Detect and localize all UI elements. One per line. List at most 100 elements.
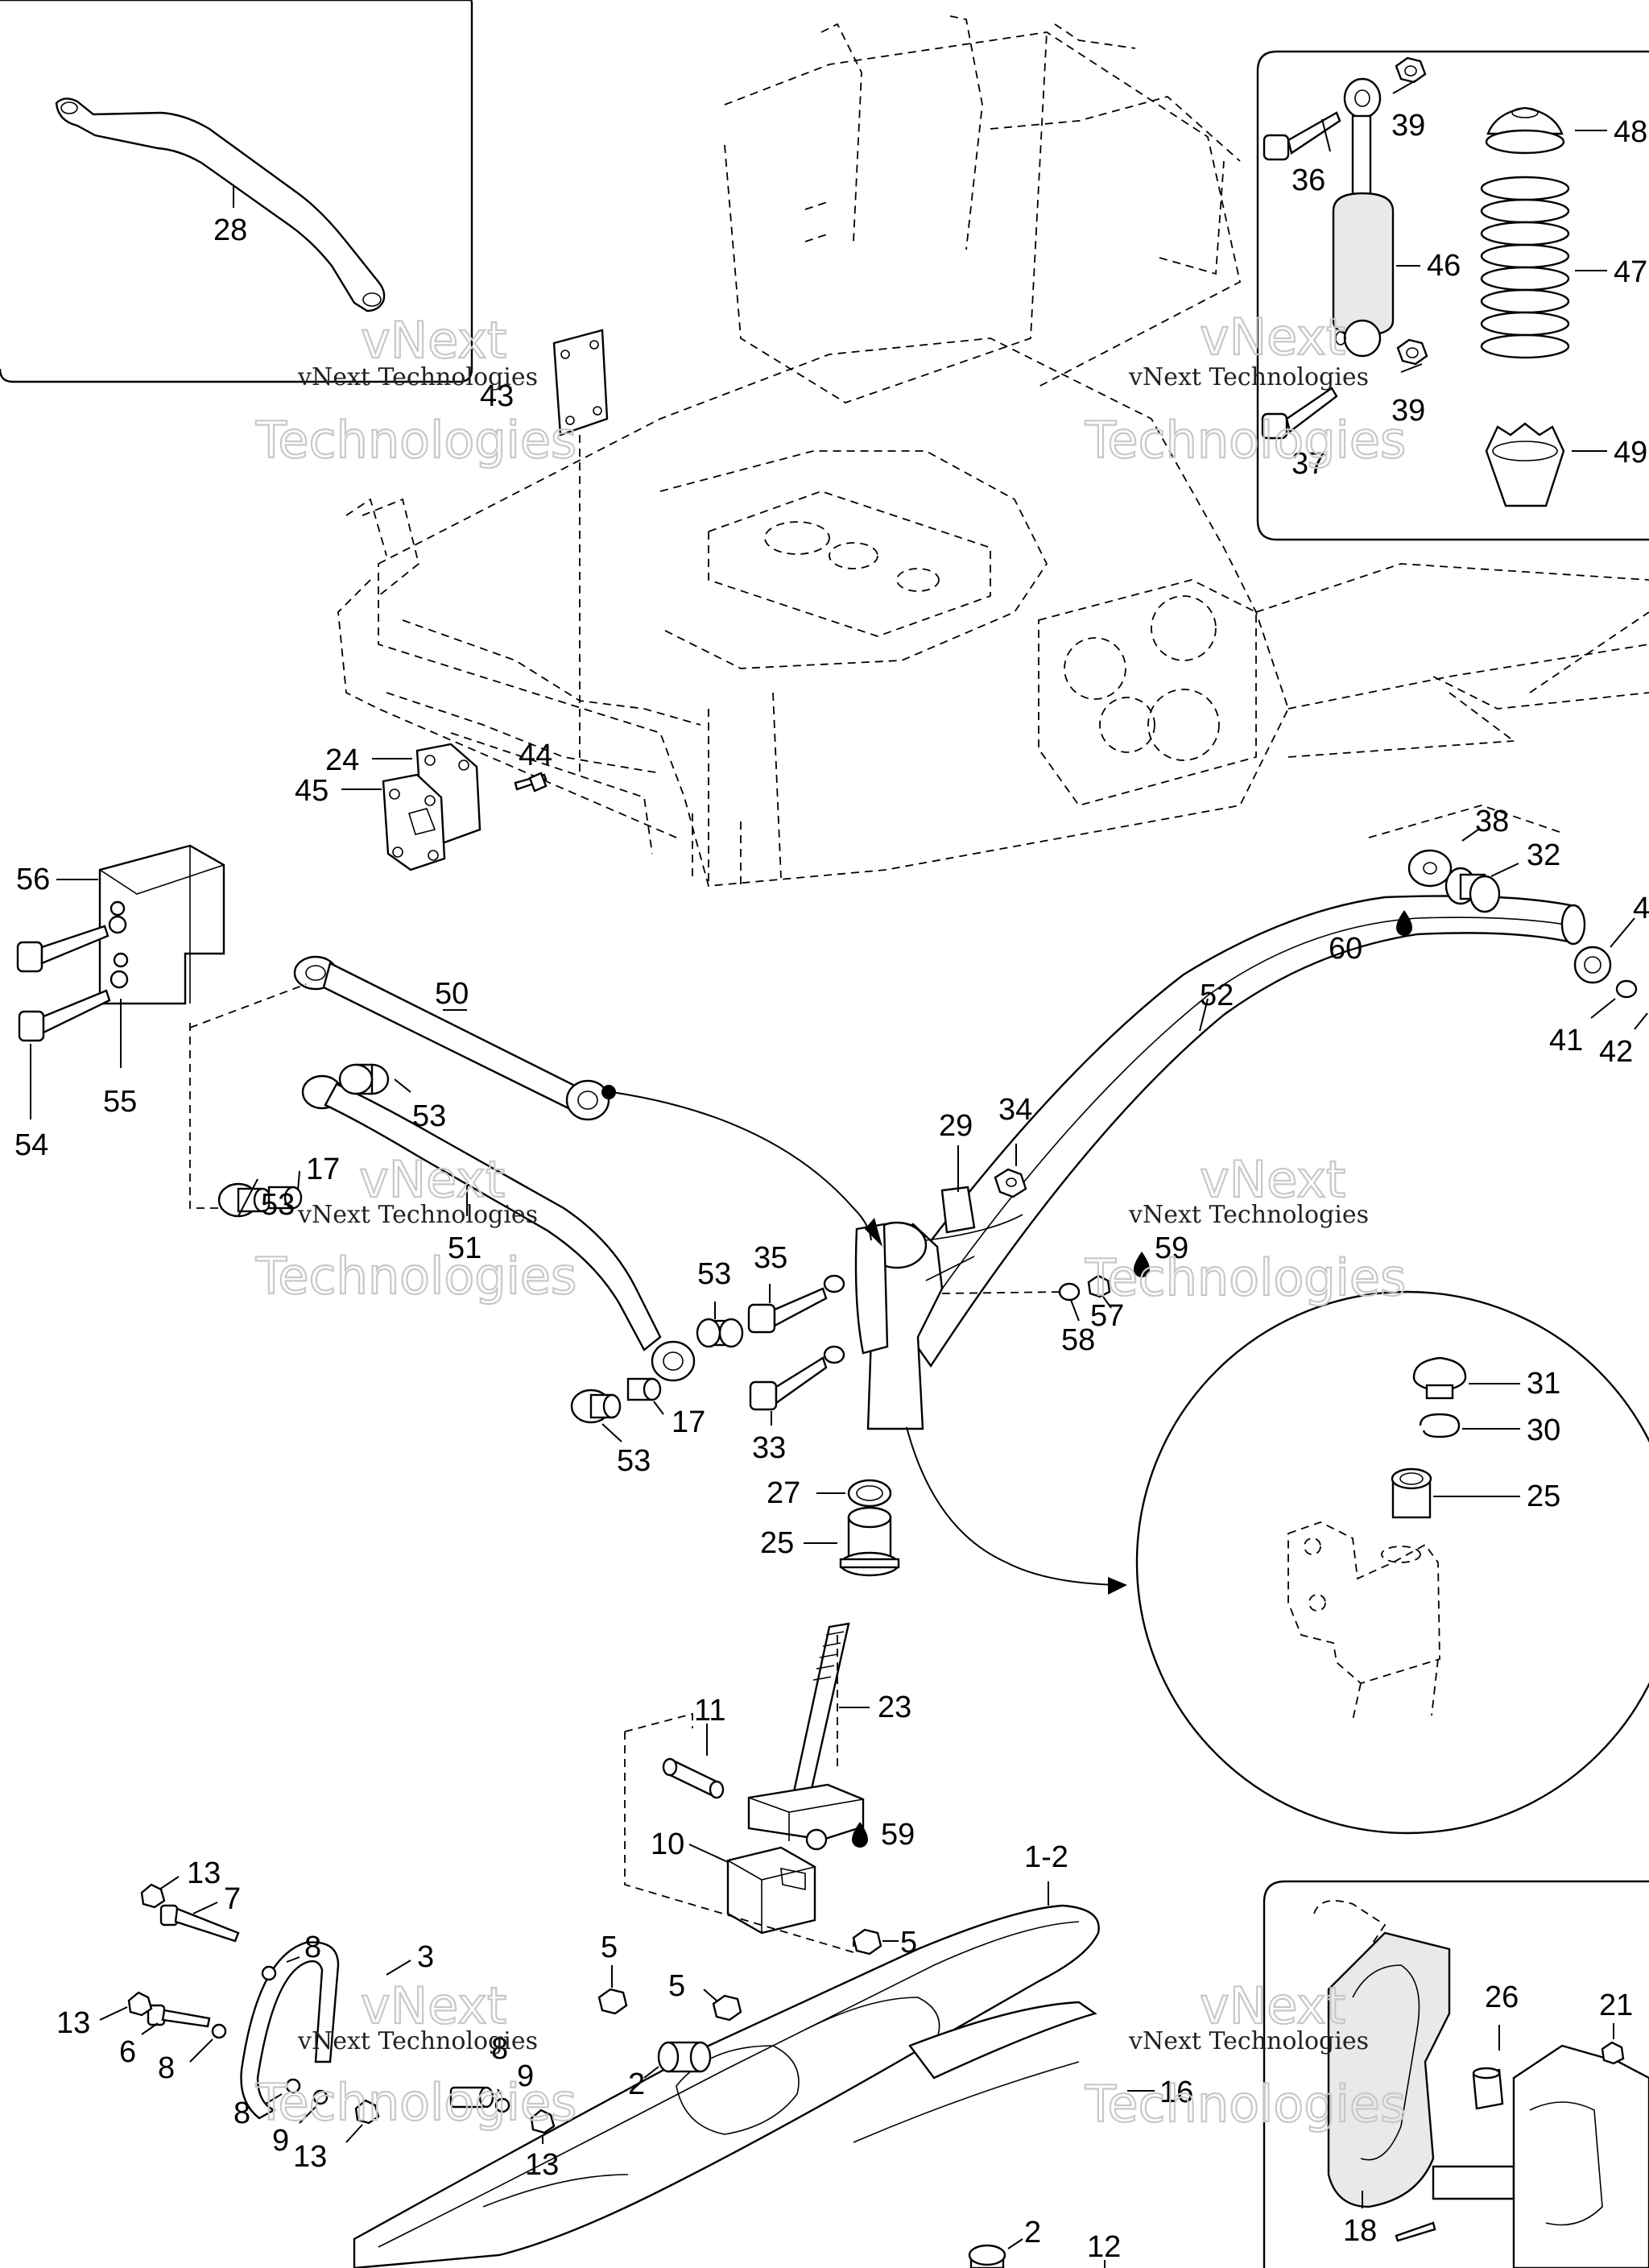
- block-10: [726, 1846, 816, 1935]
- clip-30: [1419, 1413, 1461, 1438]
- callout-59-lower: 59: [881, 1818, 915, 1852]
- callout-7: 7: [224, 1882, 241, 1916]
- svg-text:vNext: vNext: [1200, 308, 1345, 366]
- cap-31: [1412, 1356, 1467, 1400]
- callout-8-c: 8: [491, 2032, 508, 2066]
- spindle-23: [747, 1622, 865, 1851]
- bolt-44: [514, 772, 548, 793]
- callout-39-bottom: 39: [1391, 394, 1425, 428]
- bushing-25: [839, 1506, 900, 1577]
- nut-5-a: [597, 1988, 628, 2015]
- callout-54: 54: [14, 1128, 48, 1162]
- callout-13-c: 13: [293, 2140, 327, 2174]
- callout-28: 28: [213, 213, 247, 247]
- svg-text:vNext Technologies: vNext Technologies: [297, 2027, 538, 2055]
- inset-28-panel: 28: [0, 0, 473, 383]
- washer-58: [1058, 1282, 1081, 1302]
- svg-text:Technologies: Technologies: [255, 2073, 577, 2132]
- svg-text:vNext Technologies: vNext Technologies: [297, 363, 538, 391]
- callout-57: 57: [1090, 1299, 1124, 1333]
- bushing-53-mid: [696, 1318, 744, 1348]
- svg-text:vNext: vNext: [1200, 1150, 1345, 1209]
- callout-26: 26: [1485, 1980, 1519, 2014]
- grease-icon: [1134, 1252, 1150, 1277]
- callout-49: 49: [1614, 436, 1647, 470]
- callout-6: 6: [119, 2035, 136, 2069]
- bolt-37: [1261, 387, 1338, 440]
- spindle-housing: [854, 1214, 1023, 1430]
- callout-25-main: 25: [760, 1526, 794, 1560]
- washer-9-a: [312, 2089, 329, 2105]
- callout-8-a: 8: [304, 1931, 321, 1964]
- callout-29: 29: [939, 1109, 973, 1143]
- callout-8-b: 8: [158, 2051, 175, 2085]
- callout-2-a: 2: [628, 2067, 645, 2101]
- spacer-17-lower: [626, 1377, 662, 1401]
- svg-text:vNext: vNext: [361, 1976, 506, 2035]
- bolt-54-lower: [18, 989, 111, 1042]
- callout-43: 43: [480, 379, 514, 413]
- callout-37: 37: [1292, 447, 1325, 481]
- callout-39-top: 39: [1391, 109, 1425, 143]
- bolt-54-upper: [16, 925, 110, 973]
- watermark-bottom-right: vNext Technologies vNext Technologies: [1084, 1976, 1407, 2134]
- callout-60: 60: [1329, 932, 1362, 966]
- callout-33: 33: [752, 1431, 786, 1465]
- svg-text:Technologies: Technologies: [1085, 2075, 1406, 2133]
- watermark-top-left: vNext Technologies vNext Technologies: [254, 310, 577, 470]
- bracket-56: [98, 844, 225, 1005]
- callout-13-b: 13: [56, 2006, 90, 2040]
- callout-9-a: 9: [517, 2059, 534, 2093]
- washer-38: [1407, 849, 1453, 888]
- nut-5-b: [712, 1994, 742, 2022]
- svg-text:vNext Technologies: vNext Technologies: [1128, 2027, 1369, 2055]
- callout-11: 11: [694, 1694, 725, 1728]
- callout-23: 23: [878, 1691, 911, 1724]
- watermark-mid-left: vNext Technologies vNext Technologies: [254, 1149, 577, 1306]
- nut-13-b: [127, 1991, 153, 2017]
- callout-47: 47: [1614, 255, 1647, 289]
- bracket-43: [552, 329, 609, 773]
- washer-8-b: [211, 2023, 227, 2039]
- inset-bottom-right: 26 21 18: [1263, 1880, 1649, 2268]
- callout-42: 42: [1599, 1035, 1633, 1069]
- spacer-17-upper: [267, 1186, 303, 1210]
- callout-38: 38: [1475, 805, 1509, 838]
- radius-rod-50: [293, 955, 616, 1121]
- washer-8-c: [285, 2078, 301, 2094]
- callout-5-c: 5: [900, 1926, 917, 1960]
- callout-58: 58: [1061, 1323, 1095, 1357]
- callout-17-upper: 17: [306, 1153, 340, 1186]
- callout-36: 36: [1292, 163, 1325, 197]
- nut-39-bottom: [1396, 338, 1428, 366]
- callout-5-a: 5: [601, 1931, 618, 1964]
- plate-24-45: [382, 743, 481, 871]
- watermark-mid-right: vNext Technologies vNext Technologies: [1084, 1149, 1407, 1308]
- callout-10: 10: [651, 1827, 684, 1861]
- callout-53-left: 53: [261, 1188, 295, 1222]
- callout-48: 48: [1614, 115, 1647, 149]
- nut-13-a: [140, 1883, 166, 1909]
- callout-34: 34: [998, 1093, 1032, 1127]
- bushing-32: [1444, 867, 1501, 913]
- washer-4: [1573, 946, 1612, 984]
- nut-41: [1615, 979, 1638, 999]
- callout-56: 56: [16, 863, 50, 896]
- callout-17-lower: 17: [672, 1405, 705, 1439]
- nut-57: [1087, 1274, 1111, 1298]
- callout-3: 3: [417, 1940, 434, 1974]
- callout-18: 18: [1343, 2214, 1377, 2248]
- grease-icon-59-lower: [852, 1822, 868, 1848]
- bracket-29: [940, 1186, 976, 1234]
- ski-handle-3: [240, 1941, 340, 2120]
- grease-icon-60: [1396, 910, 1412, 936]
- watermark-top-right: vNext Technologies vNext Technologies: [1084, 307, 1407, 470]
- callout-9-b: 9: [272, 2124, 289, 2158]
- nut-5-c: [852, 1928, 882, 1956]
- bolt-33: [749, 1345, 845, 1411]
- trailing-arm-52: [884, 895, 1586, 1368]
- pin-11: [662, 1757, 725, 1799]
- bushing-2-a: [657, 2041, 712, 2073]
- callout-41: 41: [1549, 1024, 1583, 1057]
